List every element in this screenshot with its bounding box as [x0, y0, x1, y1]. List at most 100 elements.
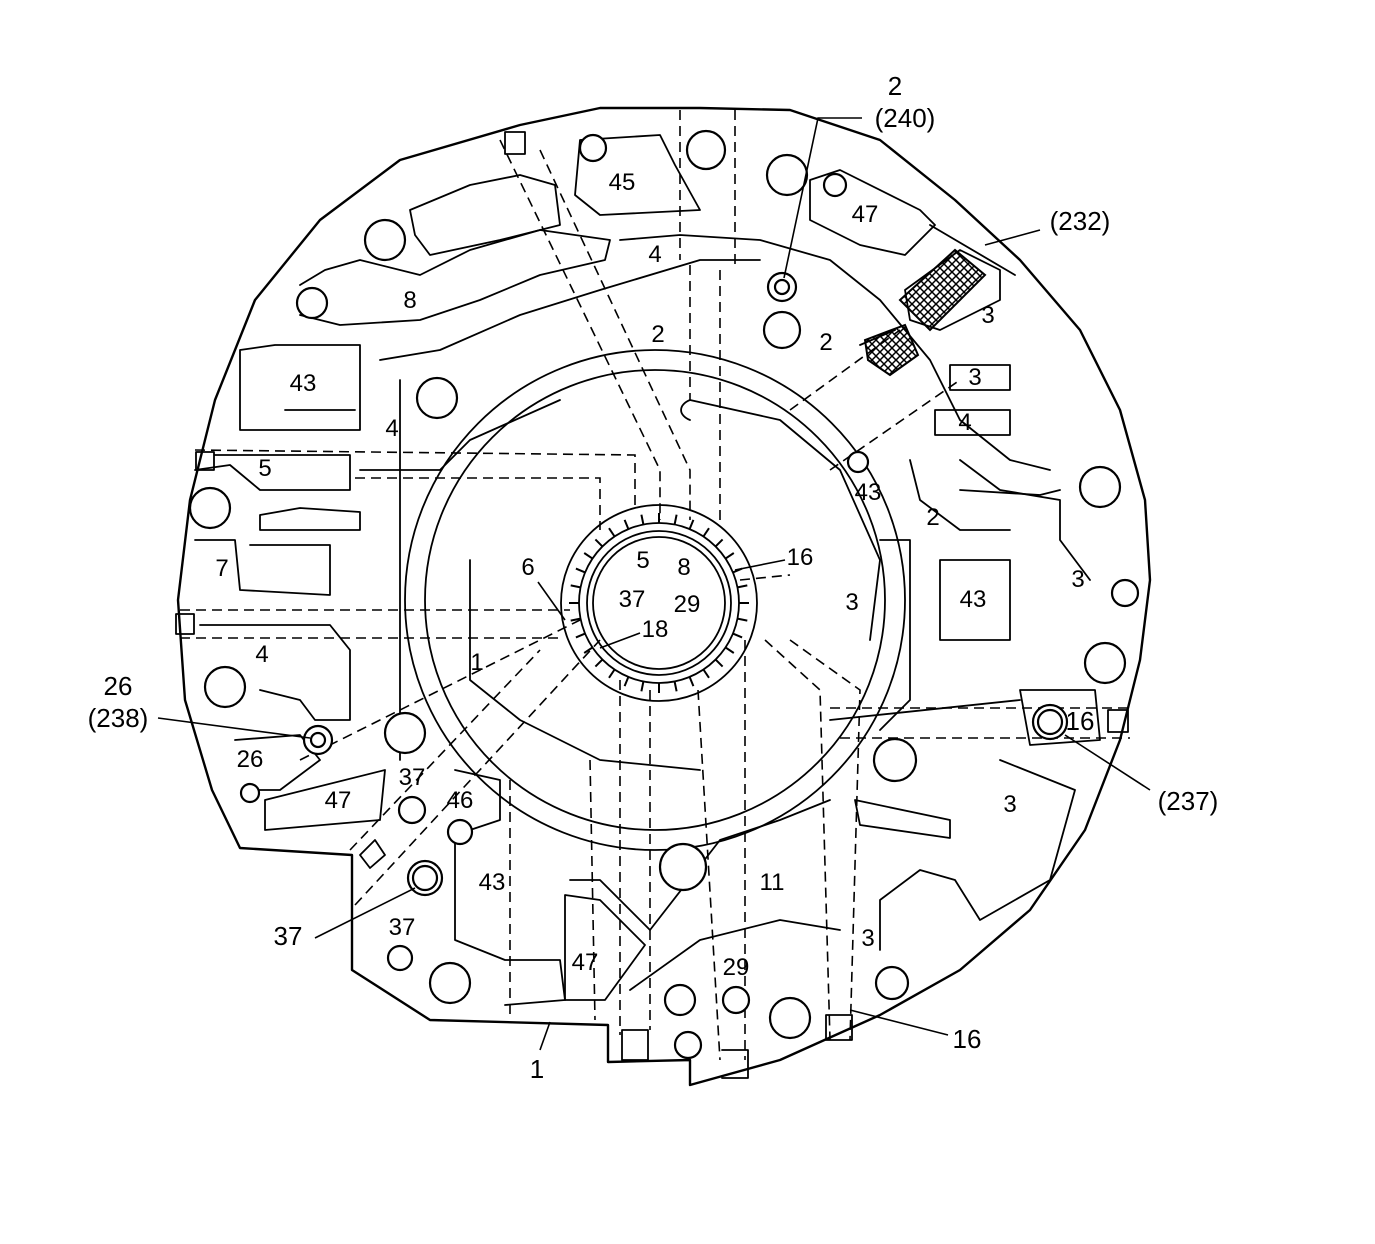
channel-label: 45: [609, 169, 636, 196]
spline-tooth: [737, 584, 748, 589]
spline-tooth: [570, 584, 581, 589]
channel-label: 43: [290, 370, 317, 397]
spline-tooth: [623, 519, 630, 530]
spline-tooth: [594, 538, 604, 548]
check-ball-238: [302, 724, 334, 756]
filter-screen-232: [859, 224, 1016, 377]
bolt-hole: [822, 172, 848, 198]
spline-tooth: [575, 632, 586, 639]
channel-label: 2: [926, 504, 939, 531]
bolt-hole: [383, 711, 427, 755]
callout-238-num: 26: [104, 671, 133, 701]
spline-tooth: [575, 567, 586, 574]
channel-label: 4: [648, 241, 661, 268]
spline-tooth: [608, 527, 616, 538]
bolt-hole: [415, 376, 459, 420]
spline-tooth: [702, 527, 710, 538]
channel-label: 6: [521, 554, 534, 581]
channel-label: 47: [325, 787, 352, 814]
spline-tooth: [688, 676, 695, 687]
channel-label: 4: [385, 415, 398, 442]
spline-teeth: [569, 513, 749, 693]
callout-1: 1: [530, 1021, 551, 1084]
channel-label: 47: [852, 201, 879, 228]
channel-label: 3: [1003, 791, 1016, 818]
plate-outline: [176, 106, 1152, 1087]
bolt-hole: [663, 983, 697, 1017]
bolt-hole: [846, 450, 870, 474]
channel-label: 3: [845, 589, 858, 616]
callout-37-num: 37: [274, 921, 303, 951]
callout-240-ref: (240): [875, 103, 936, 133]
channel-label: 3: [968, 364, 981, 391]
check-ball-240: [766, 271, 798, 303]
spline-tooth: [623, 676, 630, 687]
bolt-hole: [673, 1030, 703, 1060]
bolt-hole: [203, 665, 247, 709]
bolt-hole: [721, 985, 751, 1015]
channel-label: 5: [636, 547, 649, 574]
leader-6: [537, 581, 566, 621]
bolt-hole: [363, 218, 407, 262]
callout-37: 37: [274, 887, 416, 951]
passage-outlines: [194, 134, 1101, 1006]
channel-label: 4: [958, 409, 971, 436]
bolt-hole: [446, 818, 474, 846]
channel-label: 46: [447, 787, 474, 814]
leader-16-center: [734, 559, 786, 571]
channel-label: 16: [787, 544, 814, 571]
channel-label: 29: [723, 954, 750, 981]
bolt-hole: [768, 996, 812, 1040]
bolt-hole: [578, 133, 608, 163]
channel-label: 29: [674, 591, 701, 618]
callout-237-ref: (237): [1158, 786, 1219, 816]
callout-16-bottom: 16: [849, 1009, 981, 1054]
bolt-hole: [239, 782, 261, 804]
callout-237: 16 (237): [1064, 706, 1219, 816]
callout-237-num: 16: [1066, 706, 1095, 736]
channel-label: 37: [399, 764, 426, 791]
bolt-hole: [428, 961, 472, 1005]
spline-tooth: [673, 681, 678, 692]
channel-label: 43: [479, 869, 506, 896]
callout-232: (232): [984, 206, 1111, 246]
channel-label: 2: [819, 329, 832, 356]
callout-240: 2 (240): [783, 71, 936, 279]
channel-label: 8: [677, 554, 690, 581]
spline-tooth: [724, 552, 735, 560]
bolt-hole: [1083, 641, 1127, 685]
central-bore-area: [404, 349, 906, 851]
leader-18: [599, 632, 641, 649]
bolt-holes: [188, 129, 1140, 1060]
channel-label: 37: [619, 586, 646, 613]
channel-label: 26: [237, 746, 264, 773]
spline-tooth: [570, 617, 581, 622]
bolt-hole: [1110, 578, 1140, 608]
bolt-hole: [397, 795, 427, 825]
spline-tooth: [714, 538, 724, 548]
spline-tooth: [608, 668, 616, 679]
channel-label: 1: [470, 649, 483, 676]
spline-tooth: [640, 514, 645, 525]
bolt-hole: [386, 944, 414, 972]
spline-tooth: [737, 617, 748, 622]
callout-238-ref: (238): [88, 703, 149, 733]
channel-label: 3: [981, 302, 994, 329]
channel-label: 5: [258, 455, 271, 482]
spline-tooth: [688, 519, 695, 530]
callout-1-num: 1: [530, 1054, 544, 1084]
spline-tooth: [594, 658, 604, 668]
bolt-hole: [762, 310, 802, 350]
bolt-hole: [765, 153, 809, 197]
channel-label: 18: [642, 616, 669, 643]
spline-tooth: [724, 646, 735, 654]
callout-232-ref: (232): [1050, 206, 1111, 236]
hidden-passages: [180, 110, 1130, 1061]
channel-label: 8: [403, 287, 416, 314]
bolt-hole: [658, 842, 708, 892]
bolt-hole: [295, 286, 329, 320]
bolt-hole: [874, 965, 910, 1001]
spline-tooth: [702, 668, 710, 679]
spline-tooth: [732, 632, 743, 639]
